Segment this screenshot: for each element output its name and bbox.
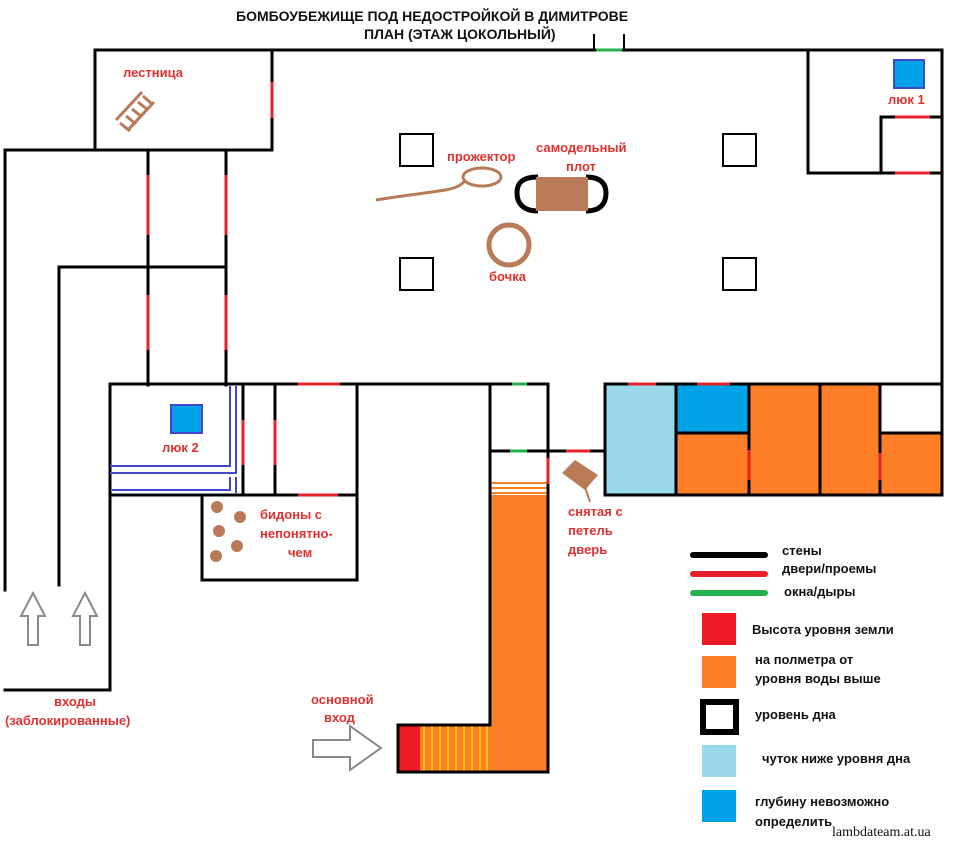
window-frame (593, 34, 625, 50)
room-orange-b (749, 385, 820, 495)
room-orange-c (820, 385, 880, 495)
legend-bottom-swatch (700, 699, 739, 735)
label-hatch-2: люк 2 (162, 440, 199, 455)
doors (146, 82, 930, 497)
ladder-icon (114, 90, 156, 133)
label-removed-door-3: дверь (568, 542, 607, 557)
legend-windows-text: окна/дыры (784, 584, 856, 599)
legend-half-meter-text-1: на полметра от (755, 652, 853, 667)
corridor-orange (490, 495, 548, 772)
plan-title-line-1: БОМБОУБЕЖИЩЕ ПОД НЕДОСТРОЙКОЙ В ДИМИТРОВ… (236, 7, 628, 24)
legend-half-meter-text-2: уровня воды выше (755, 671, 881, 686)
top-stairs-stripes (491, 482, 547, 494)
plan-title-line-2: ПЛАН (ЭТАЖ ЦОКОЛЬНЫЙ) (364, 25, 556, 42)
pipes (110, 386, 237, 493)
column (722, 133, 757, 167)
label-raft-2: плот (566, 159, 596, 174)
label-projector: прожектор (447, 149, 515, 164)
watermark: lambdateam.at.ua (832, 825, 932, 840)
label-cans-3: чем (288, 545, 312, 560)
label-main-entry-2: вход (324, 710, 356, 725)
label-cans-1: бидоны с (260, 507, 322, 522)
room-light-blue (606, 385, 676, 495)
up-arrow-icon (19, 590, 47, 646)
removed-door-icon (562, 460, 598, 490)
main-entry-corridor (398, 482, 548, 772)
legend-walls-text: стены (782, 543, 822, 558)
columns (399, 133, 757, 291)
blocked-entry-arrows (19, 590, 99, 646)
legend-half-meter-swatch (702, 656, 736, 688)
legend-doors-text: двери/проемы (782, 561, 876, 576)
label-cans-2: непонятно- (260, 526, 333, 541)
legend-ground-swatch (702, 613, 736, 645)
cans-icon (210, 501, 246, 562)
column (399, 133, 434, 167)
up-arrow-icon (71, 590, 99, 646)
main-entry-arrow-icon (312, 724, 383, 772)
legend-unknown-depth-swatch (702, 790, 736, 822)
label-hatch-1: люк 1 (888, 92, 925, 107)
entry-stairs-red (398, 725, 420, 772)
room-blue (676, 385, 749, 433)
label-entries-1: входы (54, 694, 96, 709)
label-stairs: лестница (123, 65, 184, 80)
label-entries-2: (заблокированные) (5, 713, 130, 728)
entry-stairs (423, 726, 488, 771)
column (722, 257, 757, 291)
label-main-entry-1: основной (311, 692, 374, 707)
legend-ground-text: Высота уровня земли (752, 622, 894, 637)
legend: стены двери/проемы окна/дыры Высота уров… (690, 543, 911, 829)
colored-rooms (606, 385, 942, 495)
removed-door-pointer (583, 483, 591, 503)
label-removed-door-1: снятая с (568, 504, 623, 519)
legend-below-bottom-swatch (702, 745, 736, 777)
label-removed-door-2: петель (568, 523, 613, 538)
raft-icon (514, 174, 609, 214)
room-orange-a (676, 433, 749, 495)
windows (510, 48, 622, 453)
projector-icon (375, 166, 503, 202)
room-orange-d (880, 433, 942, 495)
legend-bottom-text: уровень дна (755, 707, 837, 722)
legend-below-bottom-text: чуток ниже уровня дна (762, 751, 911, 766)
hatch-2-icon (170, 404, 203, 434)
legend-unknown-depth-text-1: глубину невозможно (755, 794, 889, 809)
column (399, 257, 434, 291)
barrel-icon (486, 222, 532, 268)
label-raft-1: самодельный (536, 140, 627, 155)
label-barrel: бочка (489, 269, 527, 284)
legend-unknown-depth-text-2: определить (755, 814, 832, 829)
hatch-1-icon (893, 59, 925, 89)
